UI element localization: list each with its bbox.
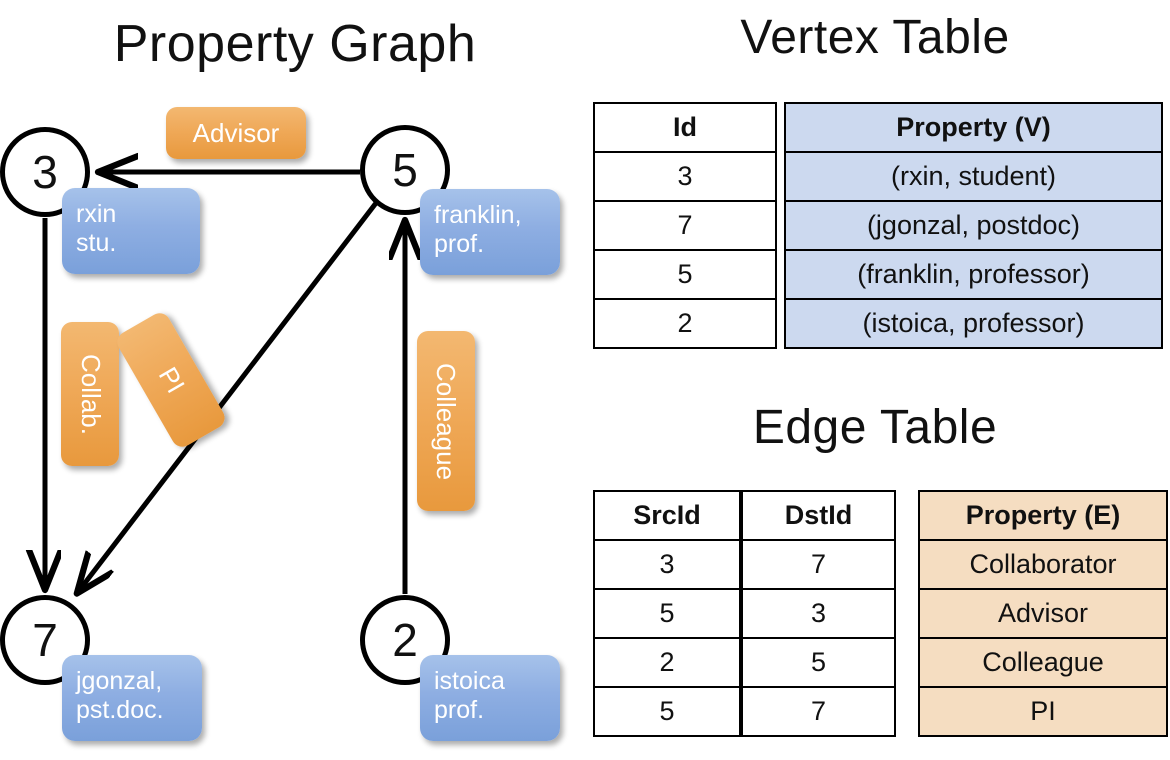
vertex-table-cell-property: (jgonzal, postdoc) <box>784 200 1163 251</box>
table-row: 2 <box>593 637 741 688</box>
graph-node-2[interactable]: 2 <box>360 595 450 685</box>
vertex-table-cell-property: (franklin, professor) <box>784 249 1163 300</box>
page-title-edge-table: Edge Table <box>752 401 998 454</box>
table-header-row: Id <box>593 102 777 153</box>
vertex-table-header-id: Id <box>593 102 777 153</box>
table-row: 3 <box>593 151 777 202</box>
vertex-table-id-column: Id 3 7 5 2 <box>593 102 777 349</box>
vertex-table-cell-id: 2 <box>593 298 777 349</box>
table-header-row: DstId <box>741 490 896 541</box>
vertex-property-franklin-line2: prof. <box>434 230 485 258</box>
property-graph-diagram: 3 5 7 2 rxin stu. franklin, prof. jgonza… <box>0 0 590 760</box>
vertex-table-cell-property: (istoica, professor) <box>784 298 1163 349</box>
table-row: 5 <box>593 249 777 300</box>
edge-label-collab: Collab. <box>75 353 106 435</box>
table-row: 7 <box>741 539 896 590</box>
vertex-table-property-column: Property (V) (rxin, student) (jgonzal, p… <box>784 102 1163 349</box>
edge-table-cell-srcid: 5 <box>593 686 741 737</box>
edge-table-cell-srcid: 5 <box>593 588 741 639</box>
edge-label-colleague: Colleague <box>431 362 462 480</box>
vertex-property-istoica-line2: prof. <box>434 696 485 724</box>
graph-node-5-label: 5 <box>392 144 418 196</box>
edge-table-cell-property: Collaborator <box>918 539 1168 590</box>
table-row: (rxin, student) <box>784 151 1163 202</box>
table-header-row: SrcId <box>593 490 741 541</box>
vertex-property-jgonzal-line1: jgonzal, <box>76 667 163 695</box>
vertex-property-istoica-line1: istoica <box>434 667 505 695</box>
page-title-property-graph: Property Graph <box>113 15 477 73</box>
edge-arrow-pi <box>78 201 378 592</box>
table-row: 3 <box>593 539 741 590</box>
table-header-row: Property (V) <box>784 102 1163 153</box>
vertex-table-cell-id: 3 <box>593 151 777 202</box>
edge-table-cell-property: Colleague <box>918 637 1168 688</box>
vertex-property-box-rxin: rxin stu. <box>62 188 200 274</box>
edge-table-header-dstid: DstId <box>741 490 896 541</box>
table-row: Colleague <box>918 637 1168 688</box>
edge-table-cell-dstid: 7 <box>741 686 896 737</box>
vertex-table-cell-id: 5 <box>593 249 777 300</box>
vertex-property-box-istoica: istoica prof. <box>420 655 560 741</box>
edge-table-srcid-column: SrcId 3 5 2 5 <box>593 490 741 737</box>
vertex-property-box-franklin: franklin, prof. <box>420 189 560 275</box>
edge-label-pi: PI <box>152 361 191 398</box>
vertex-property-rxin-line2: stu. <box>76 229 117 257</box>
vertex-table-cell-property: (rxin, student) <box>784 151 1163 202</box>
graph-node-3-label: 3 <box>32 146 58 198</box>
edge-table-cell-srcid: 2 <box>593 637 741 688</box>
edge-label-box-colleague: Colleague <box>417 331 475 511</box>
table-header-row: Property (E) <box>918 490 1168 541</box>
table-row: (jgonzal, postdoc) <box>784 200 1163 251</box>
graph-node-5[interactable]: 5 <box>360 125 450 215</box>
graph-node-2-label: 2 <box>392 614 418 666</box>
table-row: 5 <box>741 637 896 688</box>
vertex-property-jgonzal-line2: pst.doc. <box>76 696 164 724</box>
table-row: 7 <box>593 200 777 251</box>
graph-edge-arrows <box>0 0 590 760</box>
edge-table-property-column: Property (E) Collaborator Advisor Collea… <box>918 490 1168 737</box>
vertex-table-header-property: Property (V) <box>784 102 1163 153</box>
table-row: 5 <box>593 588 741 639</box>
edge-table-header-property: Property (E) <box>918 490 1168 541</box>
vertex-property-rxin-line1: rxin <box>76 200 117 228</box>
edge-label-box-collab: Collab. <box>61 322 119 466</box>
vertex-property-box-jgonzal: jgonzal, pst.doc. <box>62 655 202 741</box>
table-row: Collaborator <box>918 539 1168 590</box>
table-row: 7 <box>741 686 896 737</box>
edge-table-dstid-column: DstId 7 3 5 7 <box>741 490 896 737</box>
vertex-table-cell-id: 7 <box>593 200 777 251</box>
table-row: (franklin, professor) <box>784 249 1163 300</box>
table-row: PI <box>918 686 1168 737</box>
table-row: Advisor <box>918 588 1168 639</box>
edge-table-cell-property: PI <box>918 686 1168 737</box>
edge-table-cell-dstid: 7 <box>741 539 896 590</box>
edge-table-cell-property: Advisor <box>918 588 1168 639</box>
edge-table-header-srcid: SrcId <box>593 490 741 541</box>
edge-table-cell-dstid: 3 <box>741 588 896 639</box>
edge-table-cell-srcid: 3 <box>593 539 741 590</box>
table-row: 5 <box>593 686 741 737</box>
page-title-vertex-table: Vertex Table <box>740 11 1010 64</box>
edge-label-advisor: Advisor <box>192 117 280 148</box>
table-row: 3 <box>741 588 896 639</box>
edge-label-box-advisor: Advisor <box>166 107 306 159</box>
table-row: (istoica, professor) <box>784 298 1163 349</box>
edge-table-cell-dstid: 5 <box>741 637 896 688</box>
vertex-property-franklin-line1: franklin, <box>434 201 522 229</box>
graph-node-7-label: 7 <box>32 614 58 666</box>
table-row: 2 <box>593 298 777 349</box>
